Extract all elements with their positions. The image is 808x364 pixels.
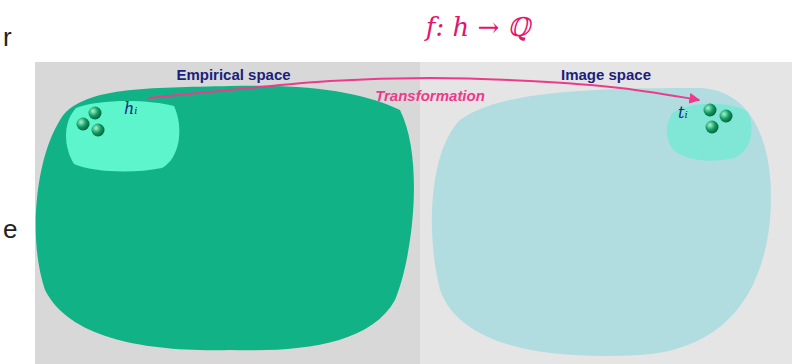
formula-title: f: h → ℚ bbox=[426, 12, 530, 42]
image-space-panel: Image space tᵢ bbox=[420, 62, 792, 364]
cluster-shape bbox=[62, 98, 182, 172]
sample-dot bbox=[89, 107, 102, 120]
cluster-shape bbox=[664, 100, 752, 162]
space-blob bbox=[432, 88, 771, 356]
arrow-label: Transformation bbox=[375, 87, 485, 104]
element-label: tᵢ bbox=[678, 104, 688, 122]
cluster-blob bbox=[667, 104, 752, 161]
sample-dot bbox=[706, 121, 719, 134]
sample-dot bbox=[92, 124, 105, 137]
element-label: hᵢ bbox=[124, 100, 138, 118]
cluster-blob bbox=[66, 101, 179, 171]
space-title: Empirical space bbox=[35, 66, 432, 83]
image-cluster: tᵢ bbox=[664, 100, 752, 162]
empirical-space-panel: Empirical space hᵢ bbox=[35, 62, 432, 364]
space-title: Image space bbox=[420, 66, 792, 83]
sample-dot bbox=[77, 118, 90, 131]
sample-dot bbox=[720, 110, 733, 123]
sample-cluster: hᵢ bbox=[62, 98, 182, 172]
space-blob bbox=[36, 86, 414, 351]
cut-off-letter: e bbox=[3, 214, 17, 245]
cut-off-letter: r bbox=[3, 22, 12, 53]
sample-dot bbox=[704, 104, 717, 117]
